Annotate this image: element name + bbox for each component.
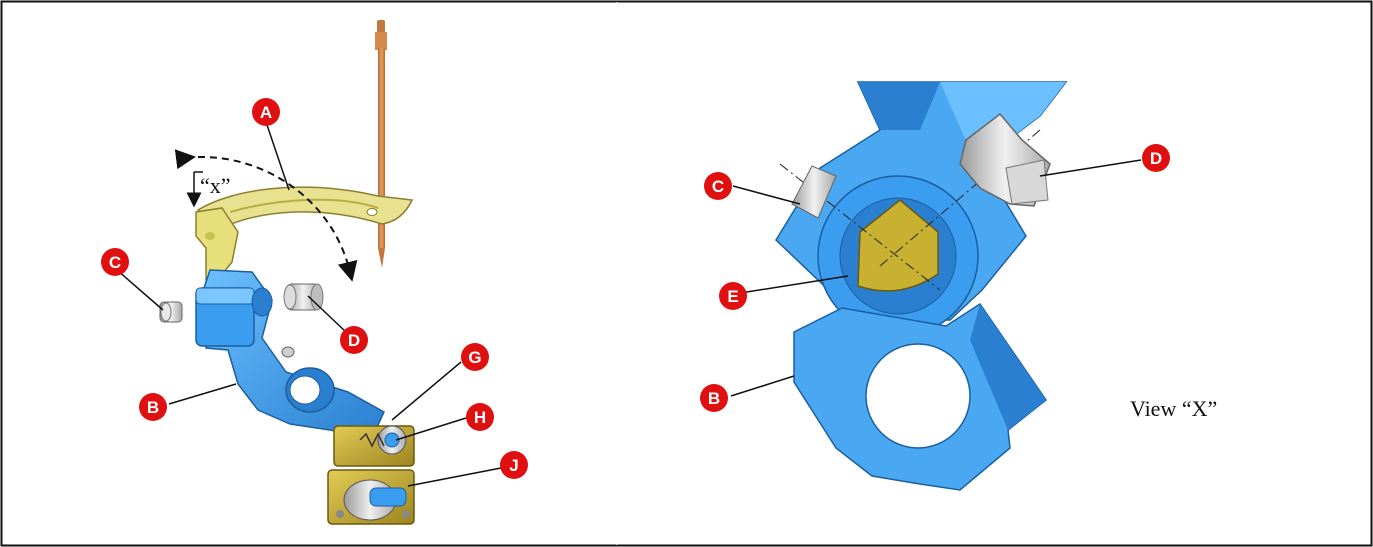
needle	[375, 20, 387, 268]
callout-d-right: D	[1142, 144, 1170, 172]
view-x-marker: “x”	[186, 171, 231, 208]
arm-b	[195, 269, 385, 439]
callout-b-left-label: B	[147, 398, 159, 417]
arm-b-hole	[865, 343, 971, 449]
callout-c-left-label: C	[109, 253, 121, 272]
screw-c-detail	[791, 165, 837, 219]
clamp-block-lower	[327, 469, 415, 525]
callout-h-label: H	[474, 408, 486, 427]
callout-b-right: B	[700, 384, 728, 412]
callout-e: E	[719, 282, 747, 310]
callout-e-label: E	[727, 287, 738, 306]
right-leader-lines	[730, 159, 1142, 397]
callout-c-right: C	[704, 172, 732, 200]
view-x-marker-label: “x”	[200, 173, 231, 198]
callout-c-right-label: C	[712, 177, 724, 196]
callout-c-left: C	[101, 248, 129, 276]
callout-j-label: J	[509, 456, 518, 475]
callout-d-left: D	[340, 326, 368, 354]
callout-d-right-label: D	[1150, 149, 1162, 168]
bushing-d	[283, 283, 324, 311]
callout-a-label: A	[260, 103, 272, 122]
callout-a: A	[252, 98, 280, 126]
callout-b-left: B	[139, 393, 167, 421]
left-leader-lines	[116, 121, 502, 487]
callout-j: J	[500, 451, 528, 479]
left-assembly-view: “x”	[116, 20, 502, 525]
bushing-d-detail	[959, 112, 1051, 207]
callout-h: H	[466, 403, 494, 431]
right-detail-view: View “X”	[730, 81, 1217, 491]
callout-d-left-label: D	[348, 331, 360, 350]
view-caption: View “X”	[1130, 396, 1217, 421]
callout-g: G	[461, 343, 489, 371]
swing-motion-arrow	[174, 149, 358, 282]
clamp-block-upper	[333, 425, 415, 467]
callout-b-right-label: B	[708, 389, 720, 408]
screw-c	[159, 301, 183, 323]
callout-g-label: G	[468, 348, 481, 367]
